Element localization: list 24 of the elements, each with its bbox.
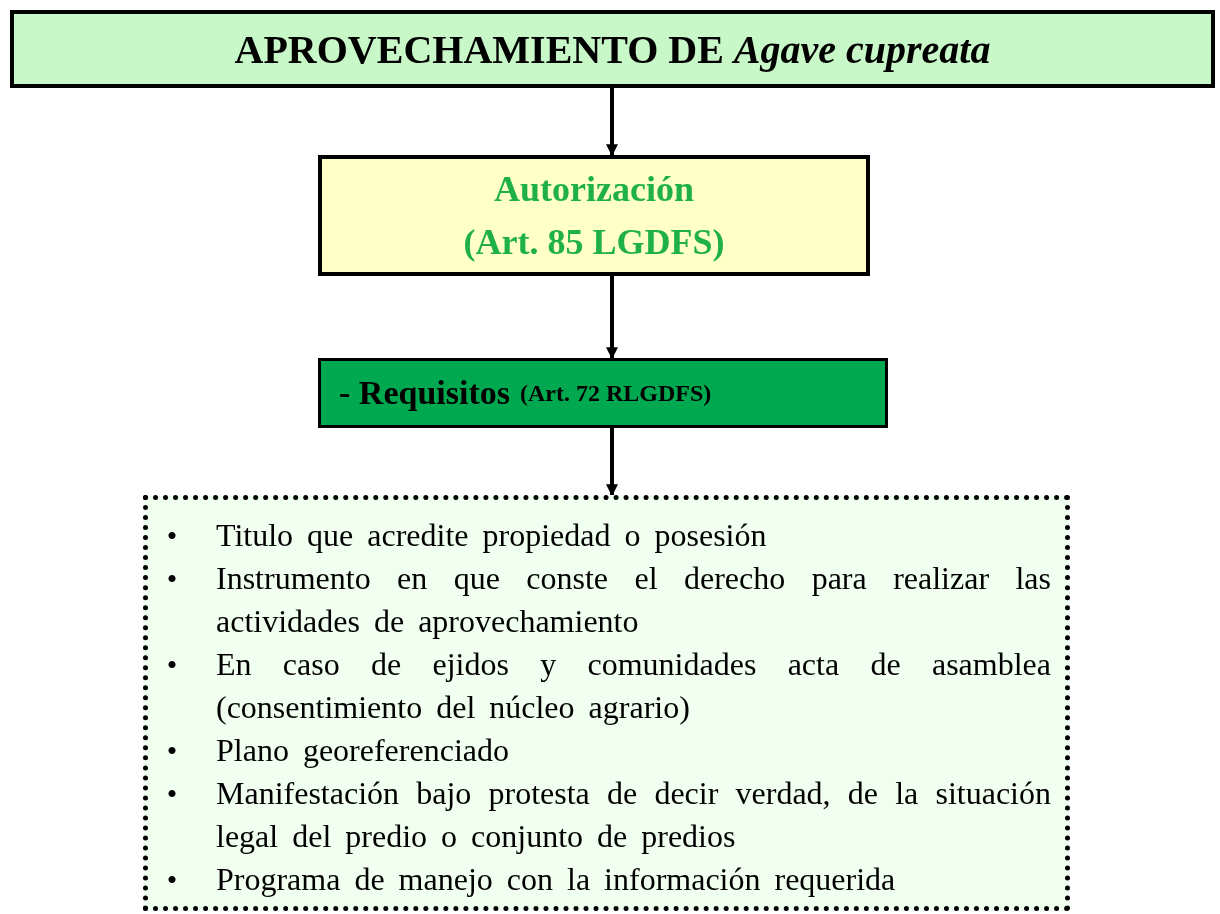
arrow (606, 428, 618, 497)
list-item: Manifestación bajo protesta de decir verdad, de la situación legal del predio o conjunto de predios (216, 774, 1051, 856)
bullet-mark: • (165, 518, 179, 554)
process-box (318, 155, 870, 276)
box-text: (Art. 85 LGDFS) (463, 220, 725, 264)
list-item: Plano georeferenciado (216, 731, 510, 770)
title-text: APROVECHAMIENTO DE Agave cupreata (234, 25, 991, 73)
title-banner (10, 10, 1215, 88)
list-item: Instrumento en que conste el derecho para realizar las actividades de aprovechamiento (216, 559, 1051, 641)
bullet-mark: • (165, 862, 179, 898)
process-box (318, 358, 888, 428)
arrow (606, 276, 618, 360)
box-text: Autorización (494, 168, 694, 212)
requirements-box (143, 495, 1070, 911)
list-item: En caso de ejidos y comunidades acta de asamblea (consentimiento del núcleo agrario) (216, 645, 1051, 727)
box-note: (Art. 72 RLGDFS) (519, 379, 712, 407)
arrow (606, 88, 618, 157)
list-item: Programa de manejo con la información requerida (216, 860, 897, 899)
box-heading: - Requisitos (339, 374, 510, 412)
bullet-mark: • (165, 733, 179, 769)
bullet-mark: • (165, 647, 179, 683)
bullet-mark: • (165, 776, 179, 812)
list-item: Titulo que acredite propiedad o posesión (216, 516, 768, 555)
bullet-mark: • (165, 561, 179, 597)
